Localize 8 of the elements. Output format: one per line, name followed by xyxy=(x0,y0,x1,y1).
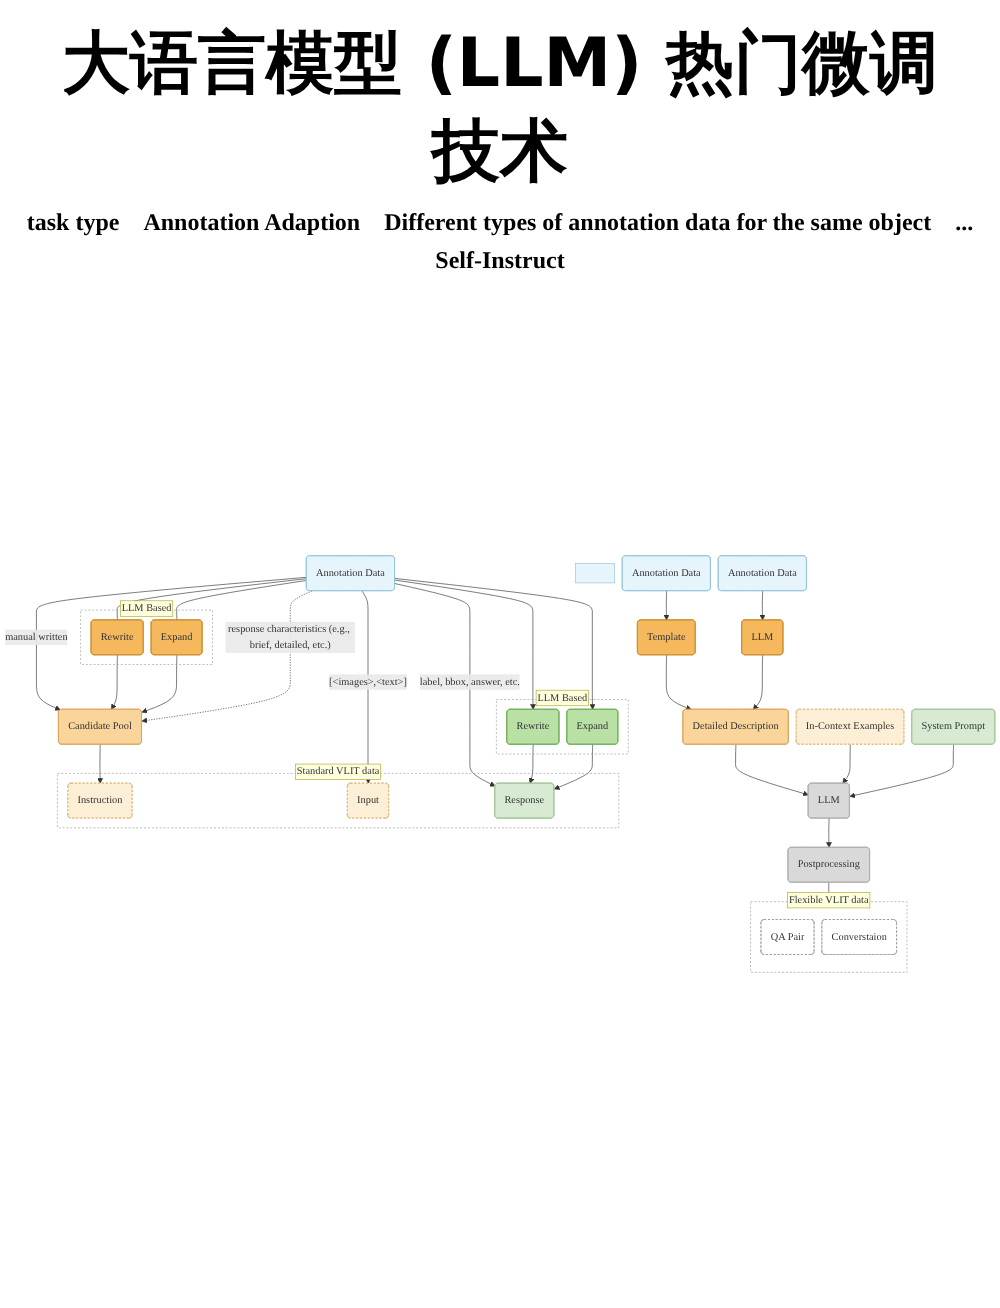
node-box xyxy=(575,563,615,584)
note-text: Different types of annotation data for the same object xyxy=(384,208,932,239)
connector xyxy=(176,580,307,622)
note-text: Self-Instruct xyxy=(435,246,565,277)
note-text: task type xyxy=(26,208,120,239)
note-text: Annotation Adaption xyxy=(143,208,361,239)
note-text: ... xyxy=(955,208,974,239)
title: 大语言模型 (LLM) 热门微调技术 xyxy=(60,22,940,197)
